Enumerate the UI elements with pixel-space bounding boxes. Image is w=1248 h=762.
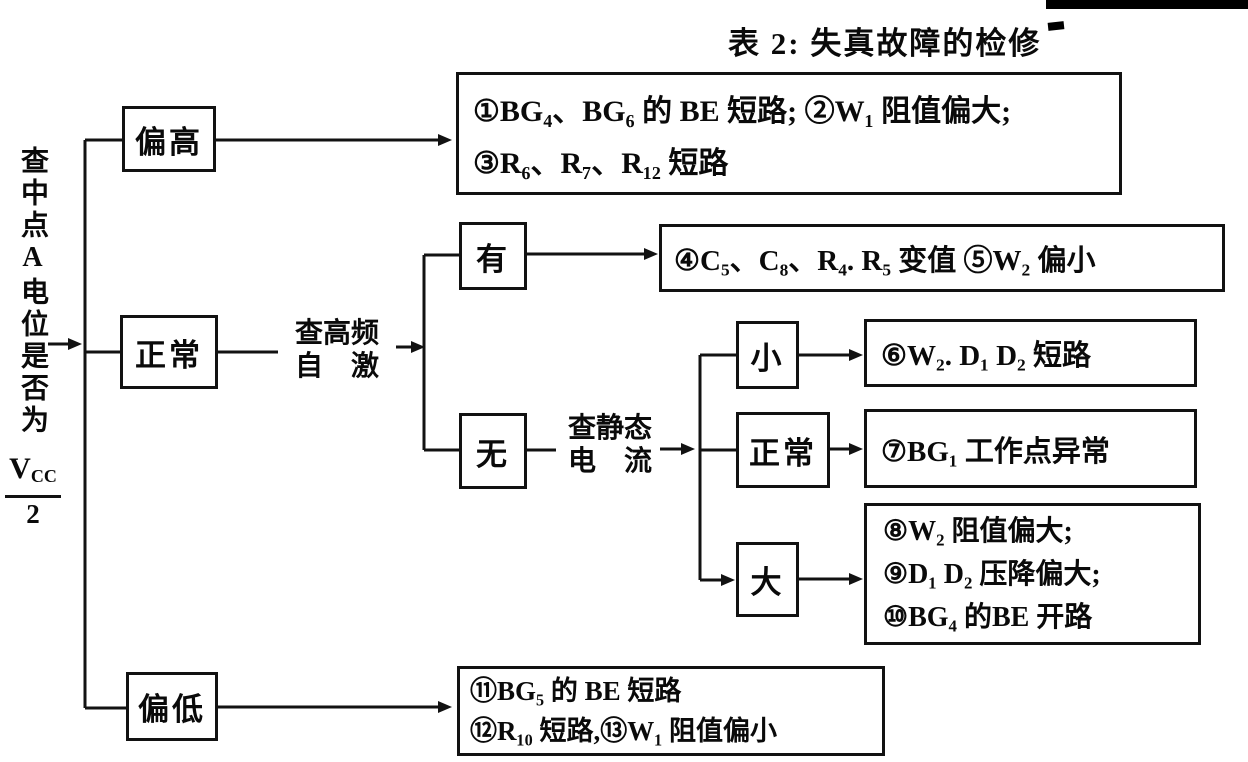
vcc-over-2-fraction: VCC 2 xyxy=(2,452,64,530)
vcc-denominator: 2 xyxy=(26,499,40,529)
node-low: 偏低 xyxy=(126,672,218,741)
arrow-high-to-r1 xyxy=(216,134,452,146)
result-box-5: ⑧W₂ 阻值偏大; ⑨D₁ D₂ 压降偏大; ⑩BG₄ 的BE 开路 xyxy=(864,503,1201,645)
arrow-small-to-r3 xyxy=(799,349,863,361)
result-box-2: ④C₅、C₈、R₄. R₅ 变值 ⑤W₂ 偏小 xyxy=(659,224,1225,292)
arrow-yes-to-r2 xyxy=(527,248,658,260)
root-question-vertical: 查中点A电位是否为 xyxy=(17,146,48,437)
level2-bracket xyxy=(422,253,459,452)
node-no: 无 xyxy=(459,413,527,489)
table-title: 表 2: 失真故障的检修 xyxy=(728,26,1042,61)
scan-artifact-bar xyxy=(1046,0,1248,9)
node-small: 小 xyxy=(736,321,799,389)
result-box-4: ⑦BG₁ 工作点异常 xyxy=(864,409,1197,488)
arrow-hfcheck-to-bracket2 xyxy=(396,341,425,353)
check-quiescent-current: 查静态 电 流 xyxy=(567,413,652,477)
arrow-large-to-r5 xyxy=(799,573,863,585)
node-large: 大 xyxy=(736,542,799,617)
node-normal-2: 正常 xyxy=(736,412,830,488)
result-box-6: ⑪BG₅ 的 BE 短路 ⑫R₁₀ 短路,⑬W₁ 阻值偏小 xyxy=(457,666,885,756)
level1-bracket xyxy=(83,138,126,710)
node-normal: 正常 xyxy=(120,315,218,389)
result-box-3: ⑥W₂. D₁ D₂ 短路 xyxy=(864,319,1197,387)
root-arrow xyxy=(48,338,82,350)
arrow-low-to-r6 xyxy=(218,701,452,713)
check-hf-oscillation: 查高频 自 激 xyxy=(294,318,379,382)
arrow-staticcheck-to-bracket3 xyxy=(660,443,695,455)
vcc-numerator: VCC xyxy=(5,452,61,498)
node-yes: 有 xyxy=(459,222,527,290)
result-box-1: ①BG₄、BG₆ 的 BE 短路; ②W₁ 阻值偏大; ③R₆、R₇、R₁₂ 短… xyxy=(456,72,1122,195)
arrow-normal2-to-r4 xyxy=(830,443,863,455)
node-high: 偏高 xyxy=(122,106,216,172)
level3-bracket xyxy=(698,353,736,586)
